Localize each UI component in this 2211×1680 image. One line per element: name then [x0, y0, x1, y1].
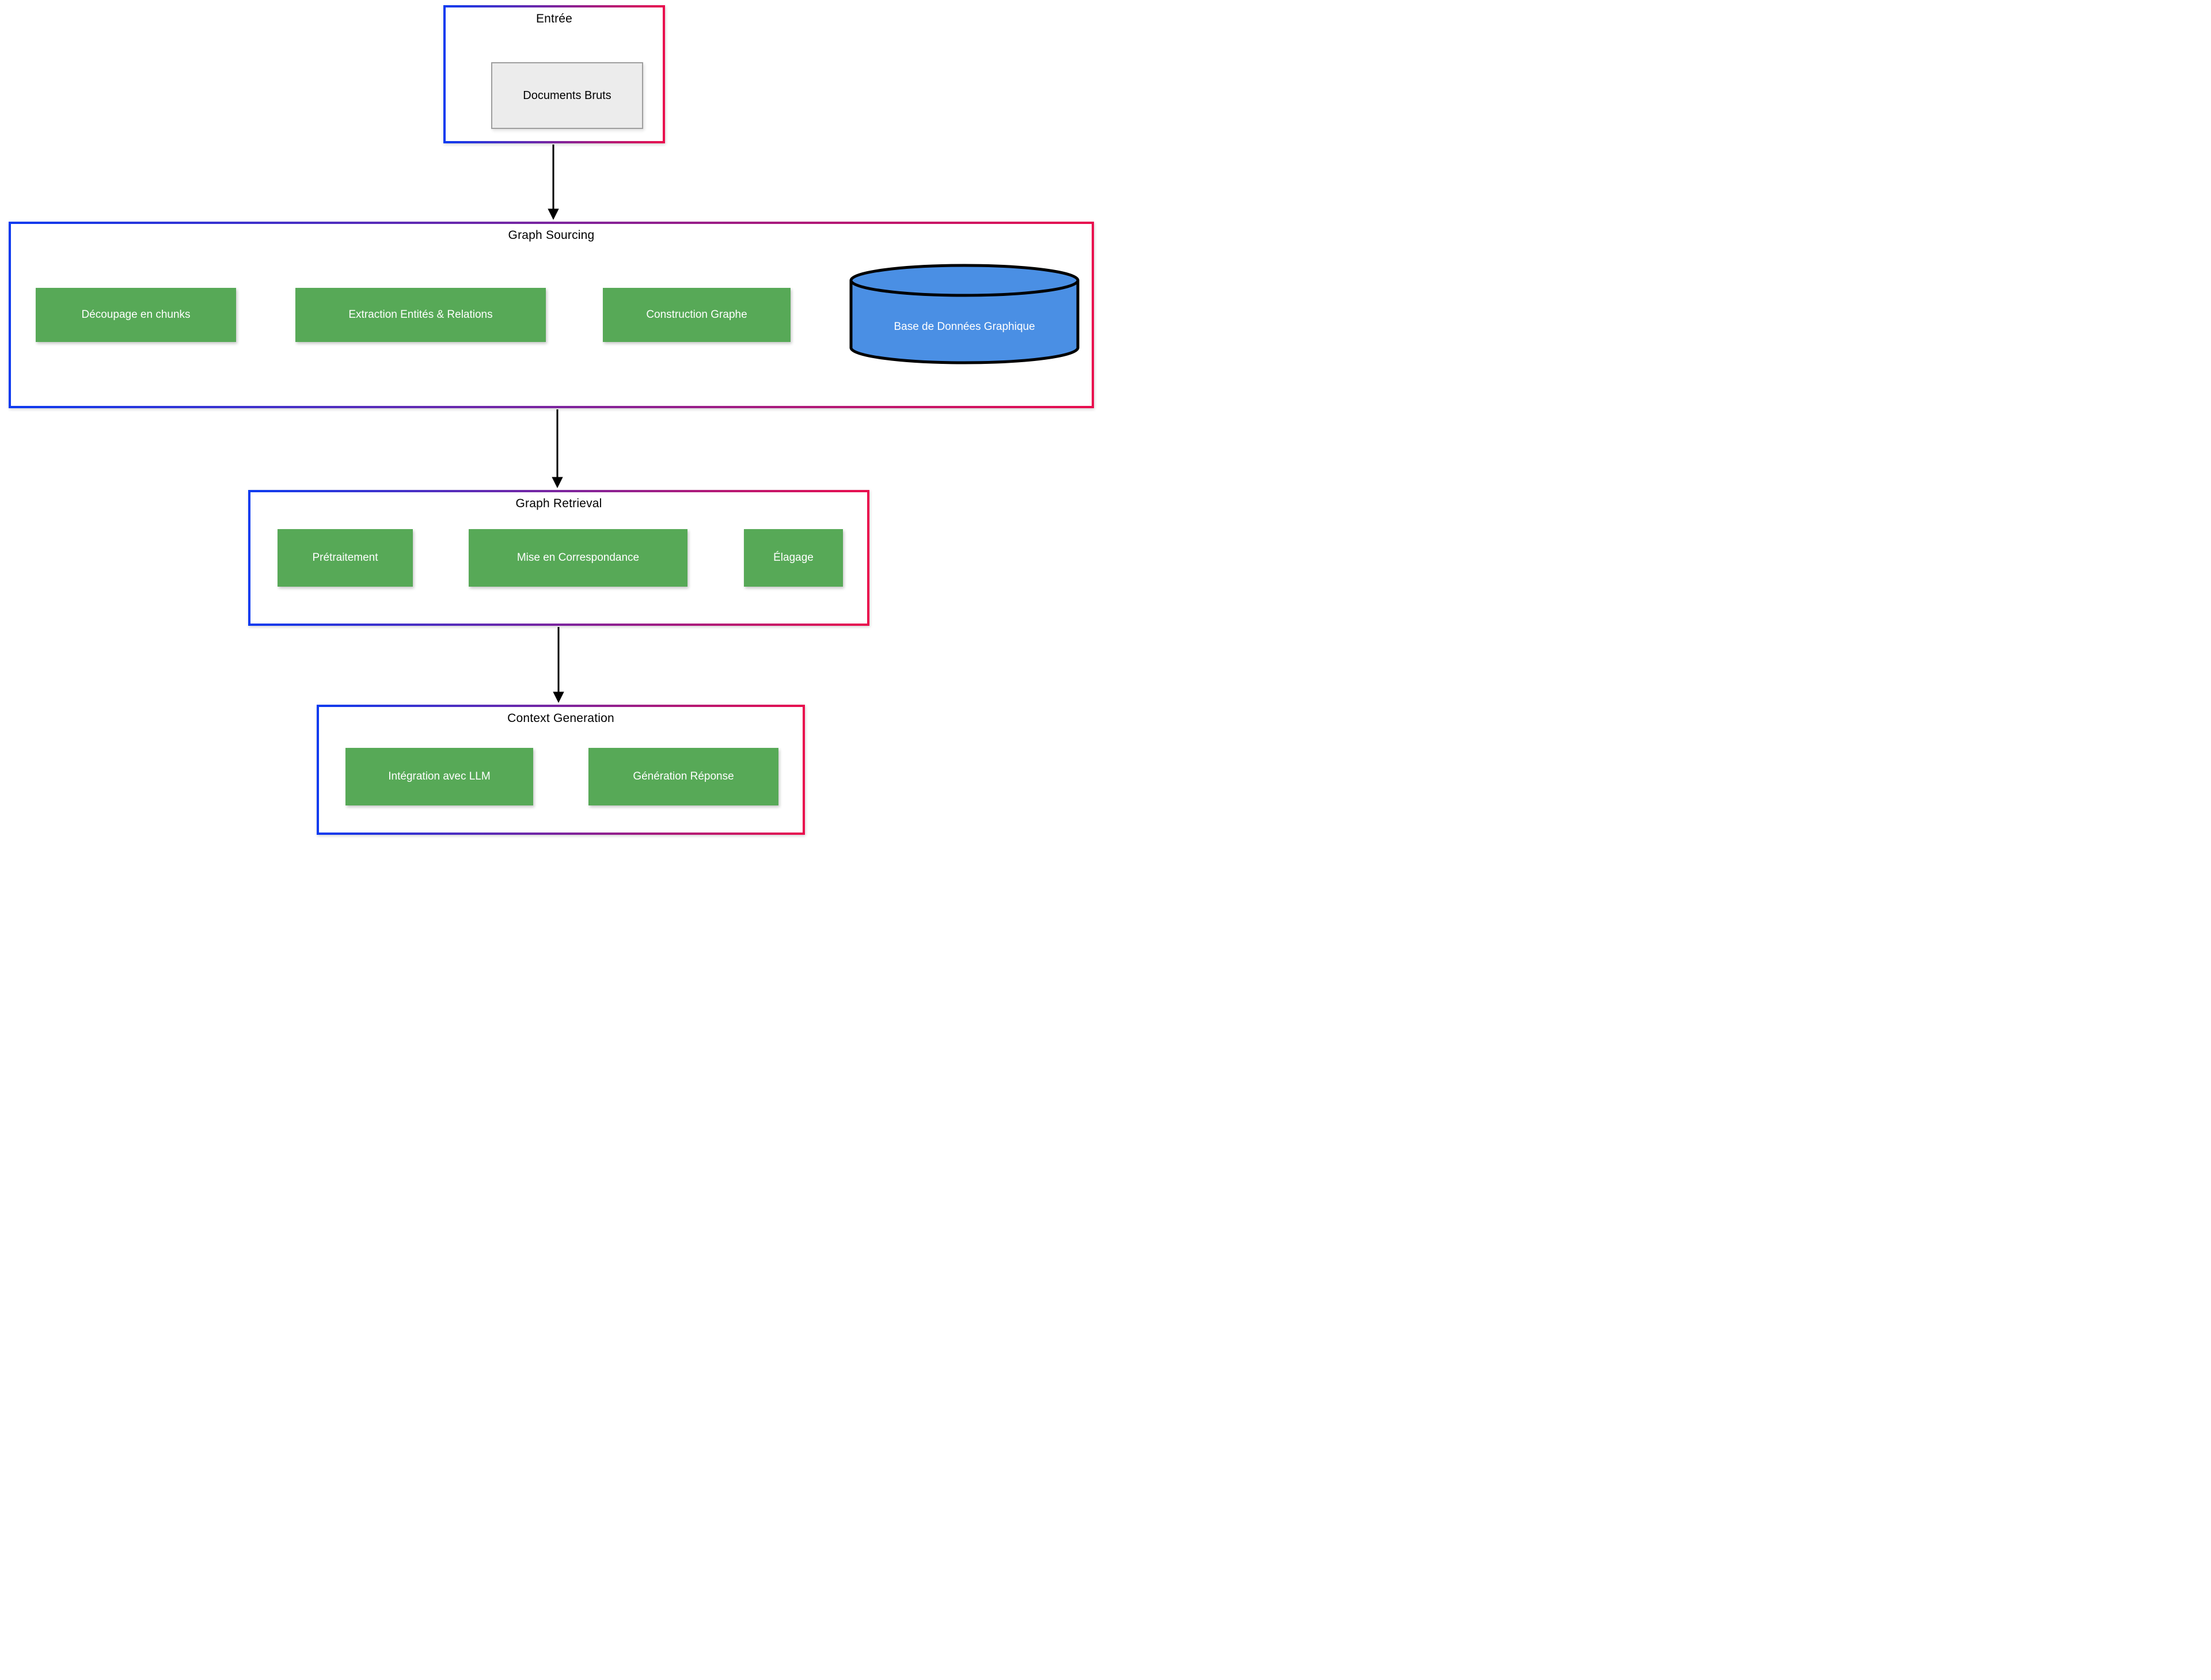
database-cylinder-icon	[849, 264, 1080, 364]
node-label: Élagage	[773, 552, 814, 564]
node-label: Base de Données Graphique	[894, 320, 1035, 333]
node-documents-bruts: Documents Bruts	[491, 62, 643, 129]
group-title-context-generation: Context Generation	[507, 712, 614, 725]
node-base-de-donnees-graphique: Base de Données Graphique	[846, 263, 1082, 366]
node-label: Découpage en chunks	[81, 309, 191, 321]
node-label: Construction Graphe	[646, 309, 747, 321]
group-graph-sourcing: Graph Sourcing Découpage en chunks Extra…	[9, 222, 1094, 408]
node-construction-graphe: Construction Graphe	[603, 288, 791, 342]
node-generation-reponse: Génération Réponse	[588, 748, 778, 805]
node-decoupage-en-chunks: Découpage en chunks	[36, 288, 236, 342]
node-label: Prétraitement	[312, 552, 378, 564]
node-label: Génération Réponse	[633, 770, 734, 782]
node-label: Documents Bruts	[523, 89, 611, 102]
node-extraction-entites-relations: Extraction Entités & Relations	[295, 288, 546, 342]
node-integration-avec-llm: Intégration avec LLM	[345, 748, 533, 805]
node-mise-en-correspondance: Mise en Correspondance	[469, 529, 687, 587]
node-label: Mise en Correspondance	[516, 552, 640, 564]
group-entree: Entrée Documents Bruts	[443, 5, 665, 143]
node-label: Intégration avec LLM	[388, 770, 491, 782]
group-title-entree: Entrée	[535, 12, 573, 25]
node-pretraitement: Prétraitement	[278, 529, 413, 587]
group-graph-retrieval: Graph Retrieval Prétraitement Mise en Co…	[248, 490, 869, 626]
flowchart-canvas: Entrée Documents Bruts Graph Sourcing Dé…	[0, 0, 1106, 840]
group-context-generation: Context Generation Intégration avec LLM …	[317, 705, 805, 835]
group-title-graph-retrieval: Graph Retrieval	[515, 497, 602, 510]
group-title-graph-sourcing: Graph Sourcing	[508, 229, 595, 242]
node-label: Extraction Entités & Relations	[348, 309, 493, 321]
node-elagage: Élagage	[744, 529, 843, 587]
